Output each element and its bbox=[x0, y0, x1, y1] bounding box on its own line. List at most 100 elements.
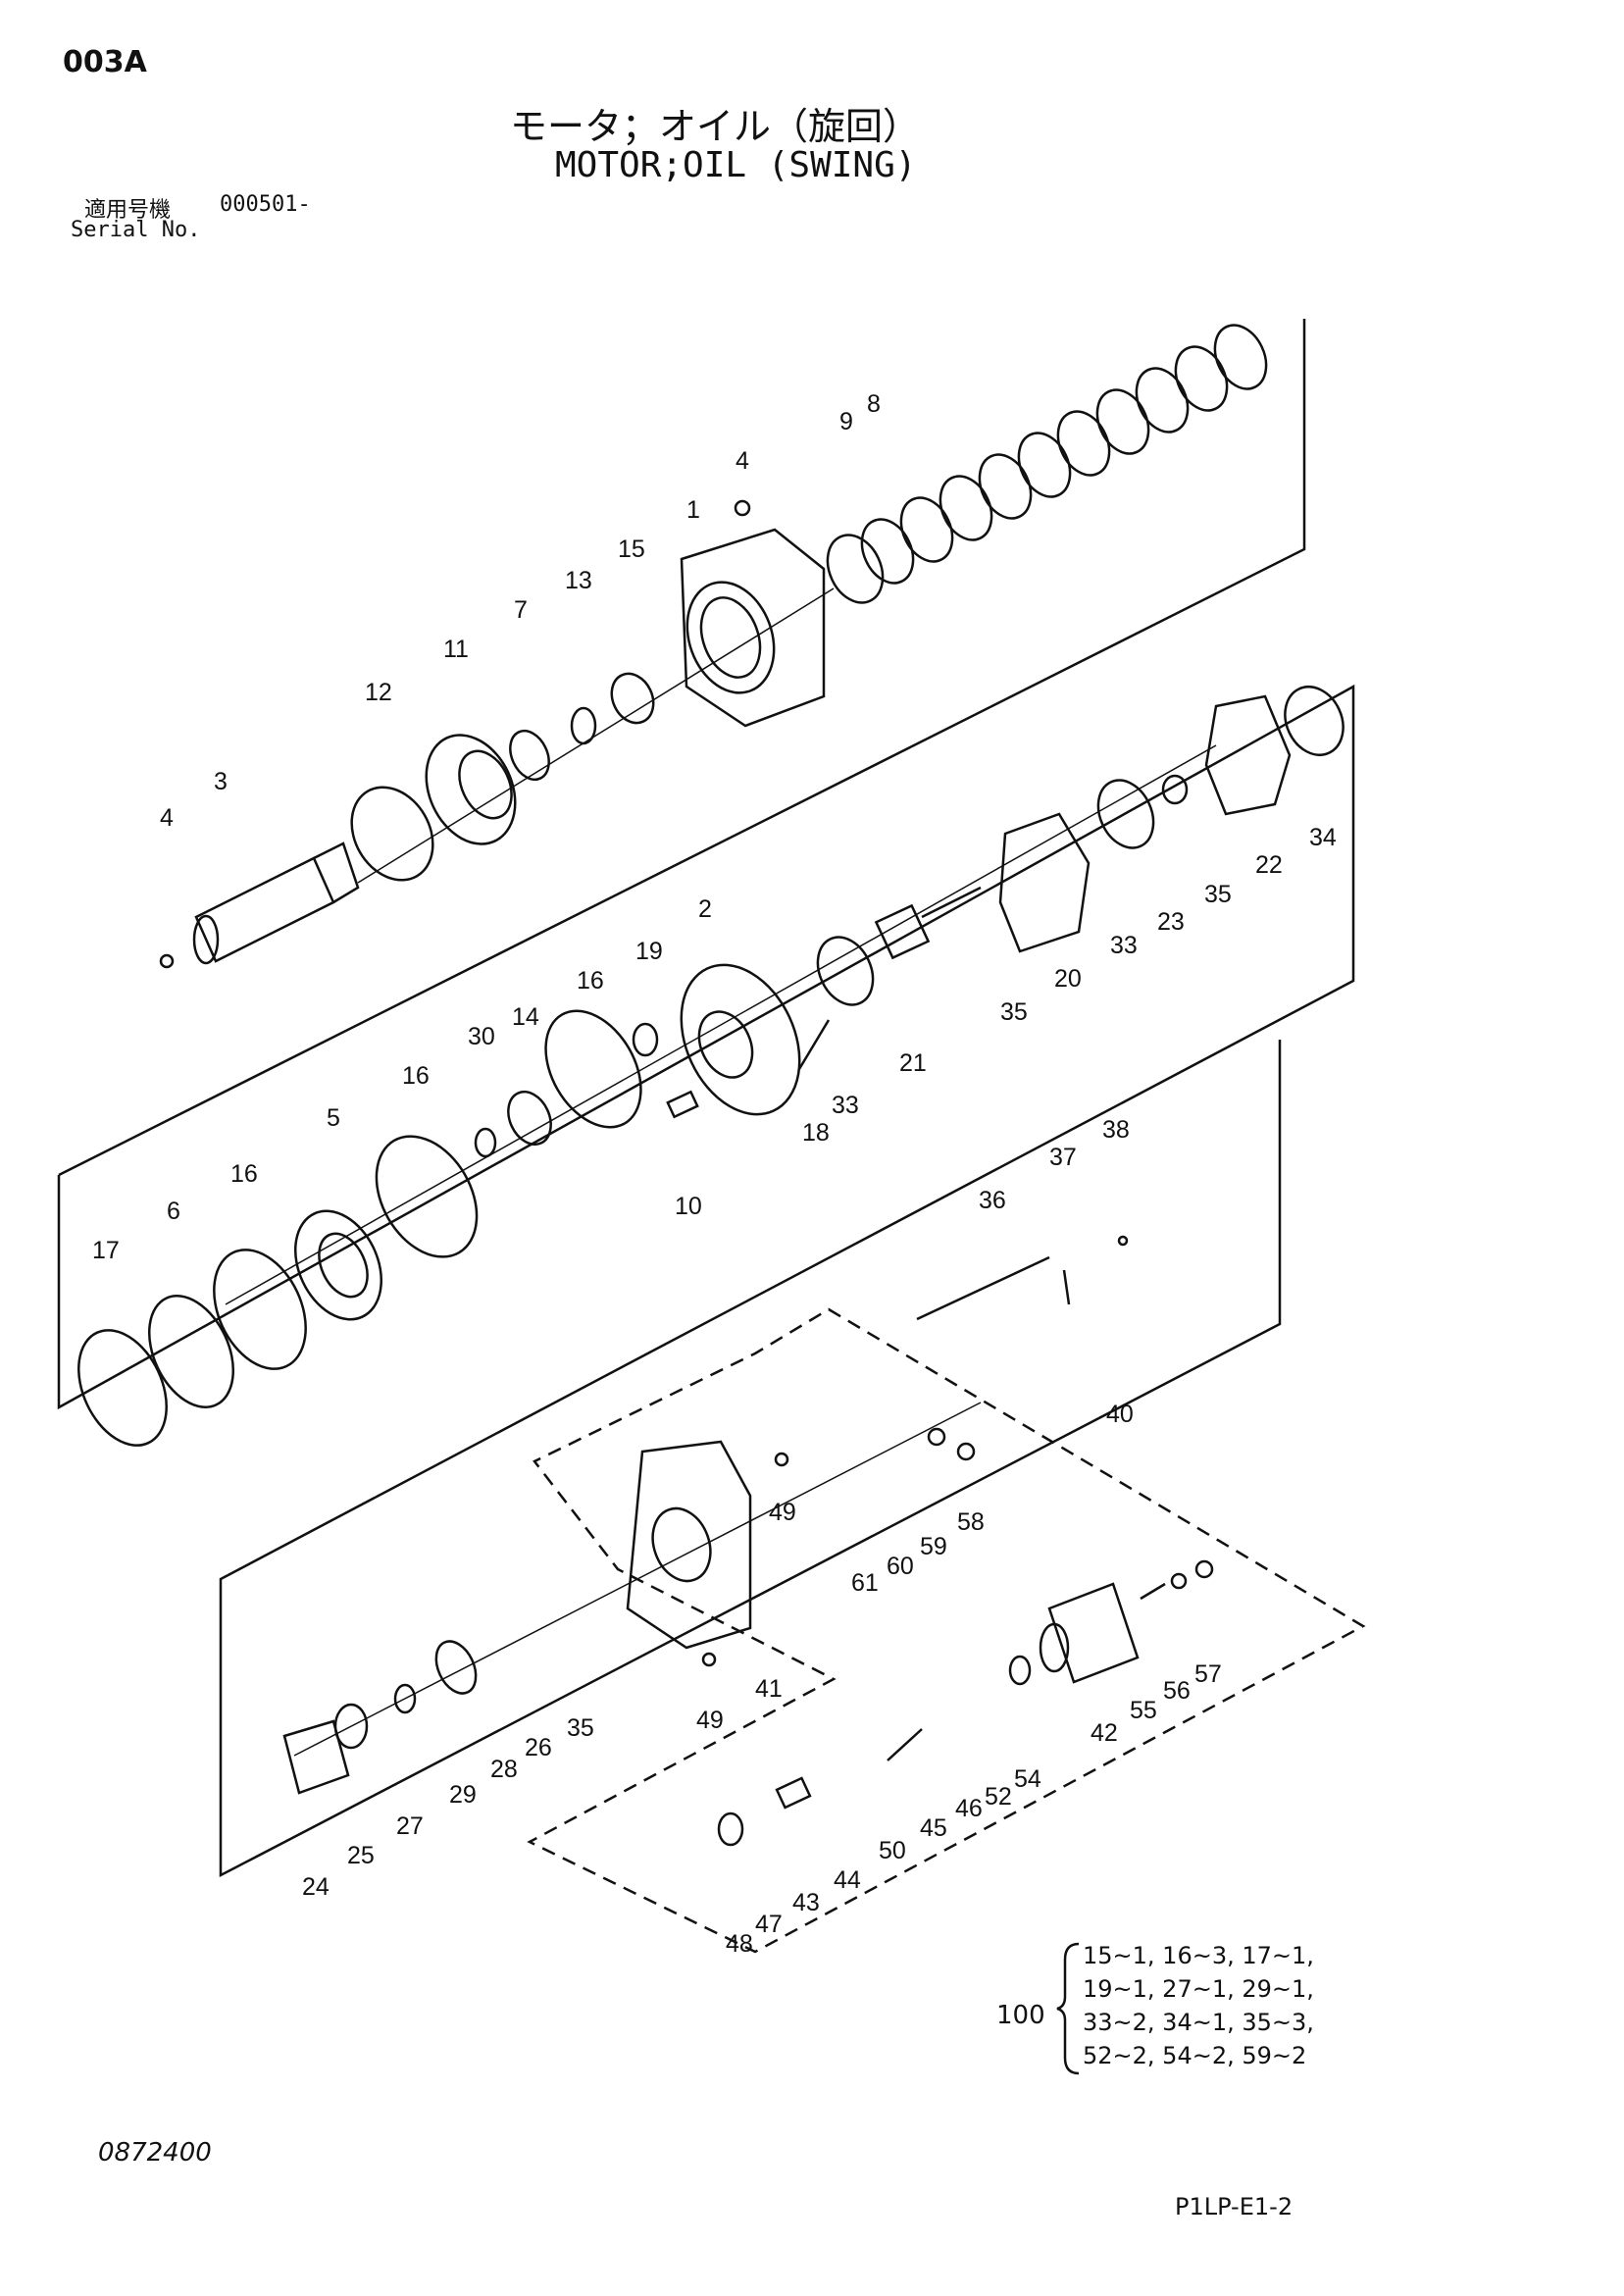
callout-29: 29 bbox=[449, 1781, 477, 1809]
callout-24: 24 bbox=[302, 1873, 330, 1901]
callout-5: 5 bbox=[327, 1104, 340, 1132]
callout-37: 37 bbox=[1049, 1144, 1077, 1171]
callout-3: 3 bbox=[214, 768, 228, 795]
drawing-number: 0872400 bbox=[98, 2138, 212, 2168]
callout-10: 10 bbox=[675, 1193, 702, 1220]
callout-23: 23 bbox=[1157, 908, 1185, 936]
callout-61: 61 bbox=[851, 1569, 879, 1597]
part-seal-57 bbox=[1194, 1559, 1214, 1579]
callout-8: 8 bbox=[867, 390, 881, 418]
callout-38: 38 bbox=[1102, 1116, 1130, 1144]
page-reference: P1LP-E1-2 bbox=[1175, 2193, 1294, 2220]
callout-50: 50 bbox=[879, 1837, 906, 1864]
callout-33-right: 33 bbox=[1110, 932, 1138, 959]
kit-line-3: 33~2, 34~1, 35~3, bbox=[1083, 2009, 1314, 2036]
callout-15: 15 bbox=[618, 536, 645, 563]
part-plug-58 bbox=[956, 1442, 976, 1461]
sheet-code: 003A bbox=[63, 45, 147, 79]
part-relief-valve-42 bbox=[1039, 1582, 1140, 1684]
part-pin-38 bbox=[1117, 1235, 1129, 1247]
callout-40: 40 bbox=[1106, 1401, 1134, 1428]
callout-42: 42 bbox=[1091, 1719, 1118, 1747]
callout-36: 36 bbox=[979, 1187, 1006, 1214]
part-seal-16-c bbox=[544, 1009, 642, 1129]
part-bearing-14 bbox=[507, 1091, 552, 1146]
callout-19: 19 bbox=[635, 938, 663, 965]
callout-49-top: 49 bbox=[769, 1499, 796, 1526]
group-outline-top bbox=[58, 319, 1306, 1177]
callout-58: 58 bbox=[957, 1508, 985, 1536]
kit-number: 100 bbox=[996, 2001, 1045, 2030]
callout-54: 54 bbox=[1014, 1765, 1041, 1793]
part-valve-block-41 bbox=[626, 1440, 752, 1650]
part-ring-30 bbox=[474, 1127, 497, 1158]
title-japanese: モータ；オイル（旋回） bbox=[510, 105, 921, 148]
callout-44: 44 bbox=[834, 1866, 861, 1894]
group-outline-upper bbox=[57, 684, 1355, 1878]
part-ring-29 bbox=[434, 1640, 478, 1695]
part-screw-55 bbox=[1140, 1582, 1166, 1601]
serial-label-english: Serial No. bbox=[71, 218, 201, 242]
part-seal-16-b bbox=[375, 1135, 479, 1258]
callout-55: 55 bbox=[1130, 1697, 1157, 1724]
callout-60: 60 bbox=[887, 1553, 914, 1580]
callout-9: 9 bbox=[839, 408, 853, 435]
part-housing-1 bbox=[680, 528, 826, 728]
callout-56: 56 bbox=[1163, 1677, 1191, 1705]
callout-11: 11 bbox=[443, 636, 469, 663]
part-ring-48 bbox=[717, 1811, 744, 1847]
part-screw-4-top bbox=[734, 499, 751, 517]
callout-16-b: 16 bbox=[402, 1062, 430, 1090]
part-plate-2 bbox=[680, 963, 801, 1116]
callout-4-left: 4 bbox=[160, 804, 174, 832]
part-pin-18 bbox=[797, 1019, 831, 1070]
callout-34: 34 bbox=[1309, 824, 1337, 851]
part-plate-9 bbox=[826, 534, 885, 604]
part-shaft-3 bbox=[192, 842, 360, 965]
part-ring-54 bbox=[1008, 1655, 1032, 1686]
kit-line-4: 52~2, 54~2, 59~2 bbox=[1083, 2042, 1307, 2069]
part-end-cover-22 bbox=[1204, 694, 1292, 816]
part-friction-plates-8 bbox=[860, 324, 1268, 585]
part-plug-56b bbox=[927, 1427, 946, 1447]
callout-48: 48 bbox=[726, 1930, 753, 1958]
callout-41: 41 bbox=[755, 1675, 783, 1703]
valve-group-outline bbox=[527, 1307, 1366, 1954]
callout-47: 47 bbox=[755, 1911, 783, 1938]
callout-16-a: 16 bbox=[230, 1160, 258, 1188]
callout-20: 20 bbox=[1054, 965, 1082, 993]
part-ring-19 bbox=[632, 1022, 659, 1057]
kit-line-1: 15~1, 16~3, 17~1, bbox=[1083, 1942, 1314, 1969]
part-spring-10 bbox=[666, 1090, 699, 1119]
callout-52: 52 bbox=[985, 1783, 1012, 1811]
part-ring-33-right bbox=[1096, 779, 1155, 849]
callout-43: 43 bbox=[792, 1889, 820, 1916]
callout-14: 14 bbox=[512, 1003, 539, 1031]
part-spring-50 bbox=[887, 1728, 923, 1761]
part-plug-49-top bbox=[774, 1452, 789, 1467]
callout-12: 12 bbox=[365, 679, 392, 706]
part-screw-4-left bbox=[159, 953, 175, 969]
part-bearing-11 bbox=[425, 734, 517, 845]
callout-35-middle: 35 bbox=[1000, 998, 1028, 1026]
part-ring-15 bbox=[610, 672, 655, 725]
callout-13: 13 bbox=[565, 567, 592, 594]
callout-6: 6 bbox=[167, 1198, 180, 1225]
callout-30: 30 bbox=[468, 1023, 495, 1050]
part-collar-7 bbox=[509, 729, 550, 782]
callout-22: 22 bbox=[1255, 851, 1283, 879]
part-bolt-36 bbox=[916, 1255, 1050, 1321]
callout-33-left: 33 bbox=[832, 1092, 859, 1119]
title-english: MOTOR;OIL (SWING) bbox=[555, 145, 917, 185]
serial-label-japanese: 適用号機 bbox=[84, 198, 172, 223]
axis-row-2 bbox=[225, 744, 1217, 1305]
part-piston-5 bbox=[293, 1209, 383, 1321]
part-rotor-24 bbox=[282, 1719, 350, 1795]
callout-35-lower: 35 bbox=[567, 1714, 594, 1742]
part-o-ring-34 bbox=[1284, 686, 1345, 756]
part-plug-43 bbox=[775, 1776, 812, 1810]
serial-range: 000501- bbox=[220, 192, 311, 217]
callout-46: 46 bbox=[955, 1795, 983, 1822]
